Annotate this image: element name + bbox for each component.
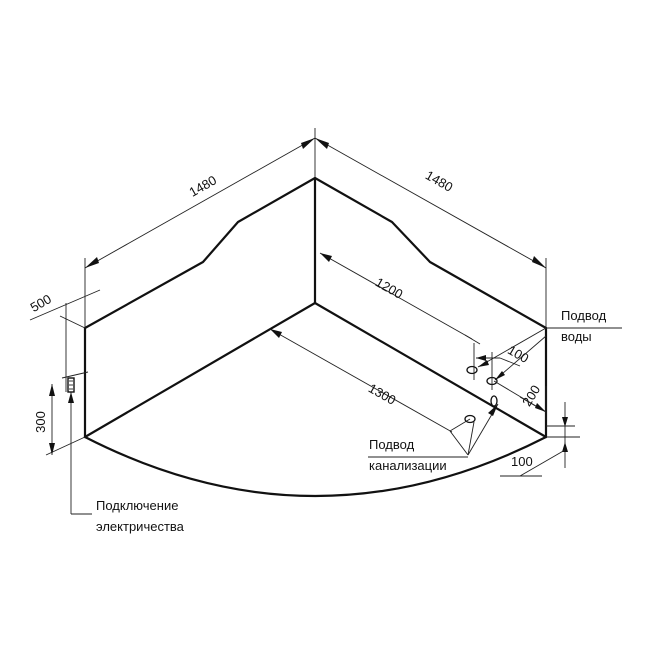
dimension-top-left: 1480 (84, 128, 316, 328)
dim-inner-left-label: 1300 (366, 380, 399, 407)
water-inlet-icon-1 (466, 365, 478, 375)
dim-bottom-offset-label: 100 (511, 454, 533, 469)
tub-front-curve (83, 435, 548, 497)
water-supply: 100 Подвод воды (466, 308, 622, 390)
dimension-bottom-offset: 100 (500, 402, 580, 477)
tub-inner-right-edge (313, 301, 548, 439)
dim-top-right-label: 1480 (423, 167, 456, 194)
drain-label-line2: канализации (369, 458, 447, 473)
overflow-icon (490, 395, 498, 407)
dim-drain-offset-label: 200 (519, 382, 543, 408)
dimension-inner-right: 1200 (319, 252, 481, 345)
dim-water-offset-label: 100 (505, 342, 531, 366)
dimension-height: 500 300 (28, 289, 101, 456)
drain-label-line1: Подвод (369, 437, 415, 452)
dim-top-left-label: 1480 (187, 172, 220, 199)
dimension-inner-left: 1300 (269, 328, 453, 433)
electric-label-line2: электричества (96, 519, 185, 534)
drain: Подвод канализации (368, 395, 499, 473)
dimension-top-right: 1480 (314, 137, 547, 328)
water-label-line2: воды (561, 329, 592, 344)
dimension-drain-offset: 200 (493, 380, 547, 420)
dim-height-lower-label: 300 (33, 411, 48, 433)
tub-inner-left-edge (83, 301, 317, 439)
electric-label-line1: Подключение (96, 498, 178, 513)
dim-inner-right-label: 1200 (373, 274, 406, 301)
water-label-line1: Подвод (561, 308, 607, 323)
electric-connection: Подключение электричества (67, 377, 185, 534)
tub-outline (83, 176, 548, 497)
